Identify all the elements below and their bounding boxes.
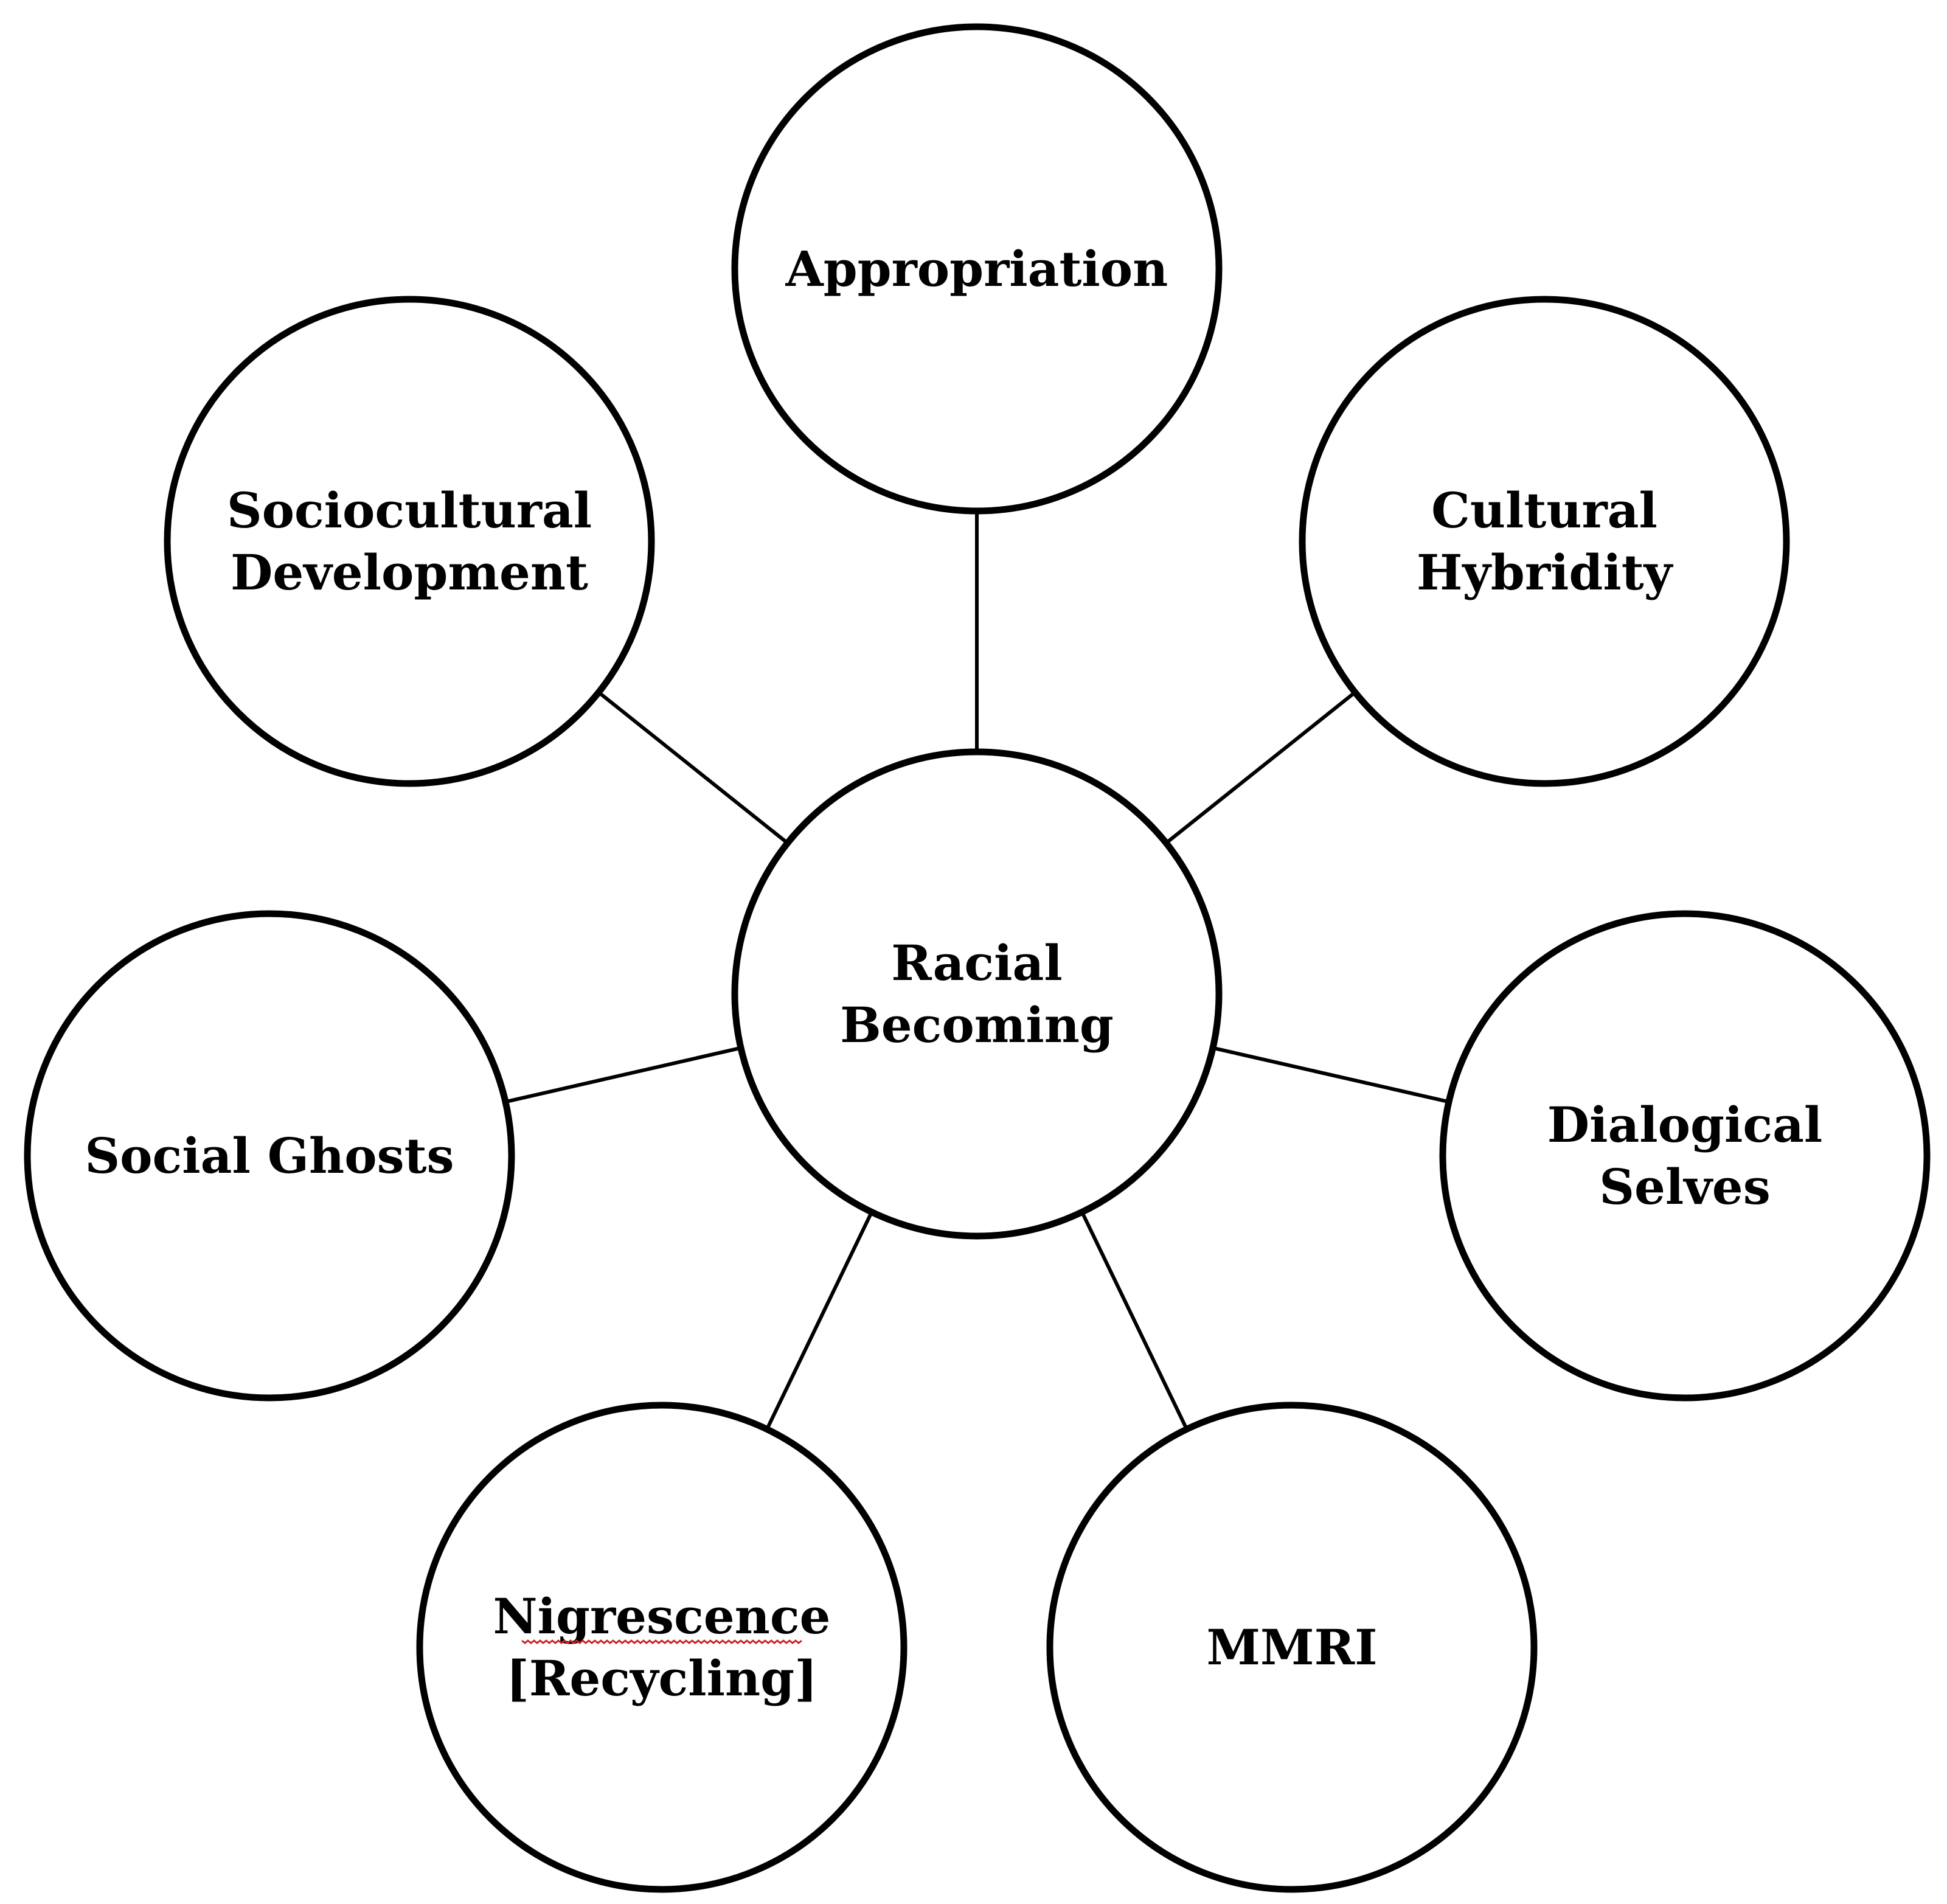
node-circle-mmri [1046, 1402, 1538, 1893]
node-appropriation: Appropriation [731, 23, 1223, 515]
node-label-center-line-0: Racial [891, 934, 1062, 992]
connector-mmri [1080, 1211, 1189, 1430]
node-circle-sociocultural-development [164, 296, 655, 787]
spellcheck-underline [521, 1639, 802, 1644]
node-nigrescence: Nigrescence[Recycling] [416, 1402, 908, 1893]
connector-nigrescence [765, 1211, 873, 1430]
node-label-dialogical-selves-line-1: Selves [1599, 1158, 1770, 1215]
node-label-social-ghosts-line-0: Social Ghosts [85, 1127, 454, 1184]
node-circle-dialogical-selves [1439, 910, 1931, 1402]
node-label-center-line-1: Becoming [840, 996, 1114, 1054]
connector-sociocultural-development [597, 690, 789, 845]
node-mmri: MMRI [1046, 1402, 1538, 1893]
node-circle-cultural-hybridity [1299, 296, 1790, 787]
node-label-mmri-line-0: MMRI [1206, 1619, 1377, 1676]
node-social-ghosts: Social Ghosts [24, 910, 515, 1402]
node-label-dialogical-selves-line-0: Dialogical [1547, 1096, 1823, 1153]
node-label-nigrescence-line-0: Nigrescence [493, 1588, 831, 1645]
connector-cultural-hybridity [1165, 690, 1356, 845]
connector-dialogical-selves [1212, 1046, 1449, 1104]
node-circle-appropriation [731, 23, 1223, 515]
node-label-nigrescence-line-1: [Recycling] [506, 1650, 817, 1707]
node-circle-social-ghosts [24, 910, 515, 1402]
node-label-appropriation-line-0: Appropriation [785, 240, 1168, 297]
node-label-cultural-hybridity-line-1: Hybridity [1417, 544, 1674, 601]
connectors [505, 511, 1449, 1430]
node-label-sociocultural-development-line-1: Development [231, 544, 588, 601]
node-label-sociocultural-development-line-0: Sociocultural [227, 482, 592, 539]
node-label-cultural-hybridity-line-0: Cultural [1431, 482, 1657, 539]
node-circle-nigrescence [416, 1402, 908, 1893]
node-circle-center [731, 748, 1223, 1240]
connector-social-ghosts [505, 1046, 741, 1104]
